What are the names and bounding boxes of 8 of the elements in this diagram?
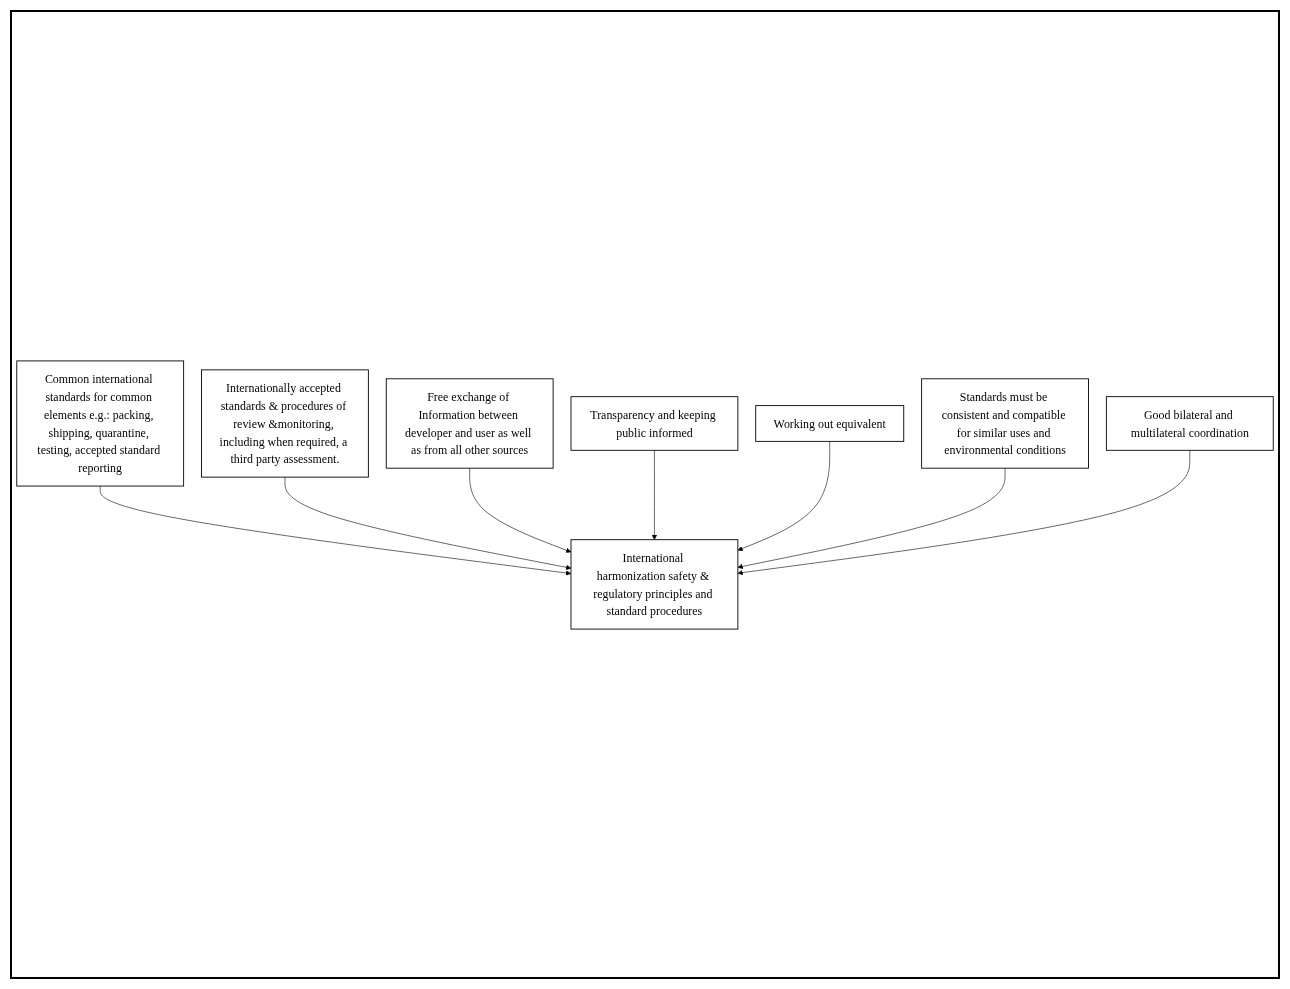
node-box: Working out equivalent [755,404,905,442]
node-box: Common international standards for common elements e.g.: packing, shipping, quarantine, testing, accepted standard reporting [16,359,185,486]
node-box: Good bilateral and multilateral coordination [1105,395,1274,451]
node-box: Internationally accepted standards & procedures of review &monitoring, including when required, a third party assessment. [201,368,369,478]
node-box: Free exchange of Information between developer and user as well as from all other sources [385,377,554,469]
node-box: International harmonization safety & regulatory principles and standard procedures [570,538,739,630]
node-box: Transparency and keeping public informed [570,395,739,451]
node-box: Standards must be consistent and compatible for similar uses and environmental conditions [921,377,1089,469]
